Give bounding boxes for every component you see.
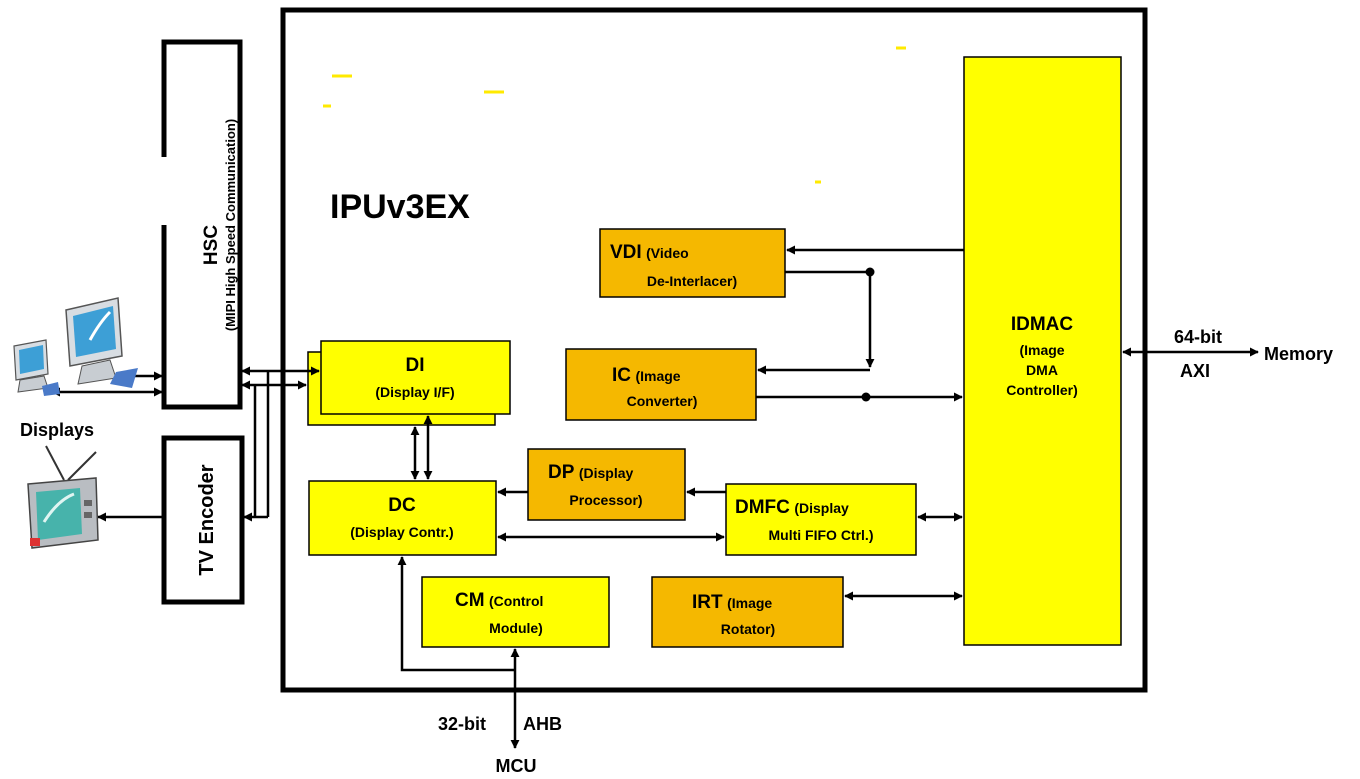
monitor-icon [14, 340, 60, 396]
dc-name: DC [388, 495, 416, 516]
tv-encoder-label: TV Encoder [196, 464, 218, 575]
irt-desc2: Rotator) [721, 621, 775, 637]
cm-name: CM [455, 590, 485, 611]
ahb-width-label: 32-bit [438, 714, 486, 734]
displays-label: Displays [20, 420, 94, 440]
hsc-name: HSC [201, 225, 222, 265]
dc-block: DC (Display Contr.) [309, 481, 496, 555]
svg-text:CM (Control: CM (Control [455, 590, 543, 611]
junction-dots [862, 268, 875, 402]
idmac-desc2: DMA [1026, 362, 1058, 378]
di-desc1: (Display I/F) [375, 384, 454, 400]
cm-block: CM (Control Module) [422, 577, 609, 647]
tv-encoder-block: TV Encoder [164, 438, 242, 602]
monitor-icon [66, 298, 138, 388]
axi-width-label: 64-bit [1174, 327, 1222, 347]
irt-desc1: (Image [727, 595, 772, 611]
irt-name: IRT [692, 592, 723, 613]
cm-desc2: Module) [489, 620, 543, 636]
axi-label: AXI [1180, 361, 1210, 381]
ic-desc1: (Image [635, 368, 680, 384]
di-name: DI [406, 355, 425, 376]
svg-text:DP (Display: DP (Display [548, 462, 634, 483]
vdi-desc1: (Video [646, 245, 689, 261]
idmac-block: IDMAC (Image DMA Controller) [964, 57, 1121, 645]
dp-name: DP [548, 462, 575, 483]
mcu-label: MCU [496, 756, 537, 776]
di-block: DI (Display I/F) [308, 341, 510, 425]
dp-desc1: (Display [579, 465, 634, 481]
hsc-block: HSC (MIPI High Speed Communication) [164, 42, 240, 407]
vdi-name: VDI [610, 242, 642, 263]
ic-block: IC (Image Converter) [566, 349, 756, 420]
svg-text:IRT (Image: IRT (Image [692, 592, 772, 613]
idmac-name: IDMAC [1011, 314, 1074, 335]
dp-block: DP (Display Processor) [528, 449, 685, 520]
irt-block: IRT (Image Rotator) [652, 577, 843, 647]
idmac-desc3: Controller) [1006, 382, 1078, 398]
dmfc-desc1: (Display [794, 500, 849, 516]
vdi-desc2: De-Interlacer) [647, 273, 737, 289]
decor-marks [323, 48, 906, 182]
memory-label: Memory [1264, 344, 1333, 364]
dmfc-name: DMFC [735, 497, 790, 518]
svg-text:IC (Image: IC (Image [612, 365, 681, 386]
dc-desc1: (Display Contr.) [350, 524, 453, 540]
tv-icon [28, 446, 98, 548]
dmfc-desc2: Multi FIFO Ctrl.) [769, 527, 874, 543]
cm-desc1: (Control [489, 593, 543, 609]
svg-text:VDI (Video: VDI (Video [610, 242, 689, 263]
hsc-desc: (MIPI High Speed Communication) [223, 119, 238, 331]
idmac-desc1: (Image [1019, 342, 1064, 358]
svg-text:DMFC (Display: DMFC (Display [735, 497, 849, 518]
ic-name: IC [612, 365, 631, 386]
dmfc-block: DMFC (Display Multi FIFO Ctrl.) [726, 484, 916, 555]
dp-desc2: Processor) [569, 492, 642, 508]
vdi-block: VDI (Video De-Interlacer) [600, 229, 785, 297]
ipu-title: IPUv3EX [330, 188, 470, 226]
ic-desc2: Converter) [627, 393, 698, 409]
ahb-label: AHB [523, 714, 562, 734]
